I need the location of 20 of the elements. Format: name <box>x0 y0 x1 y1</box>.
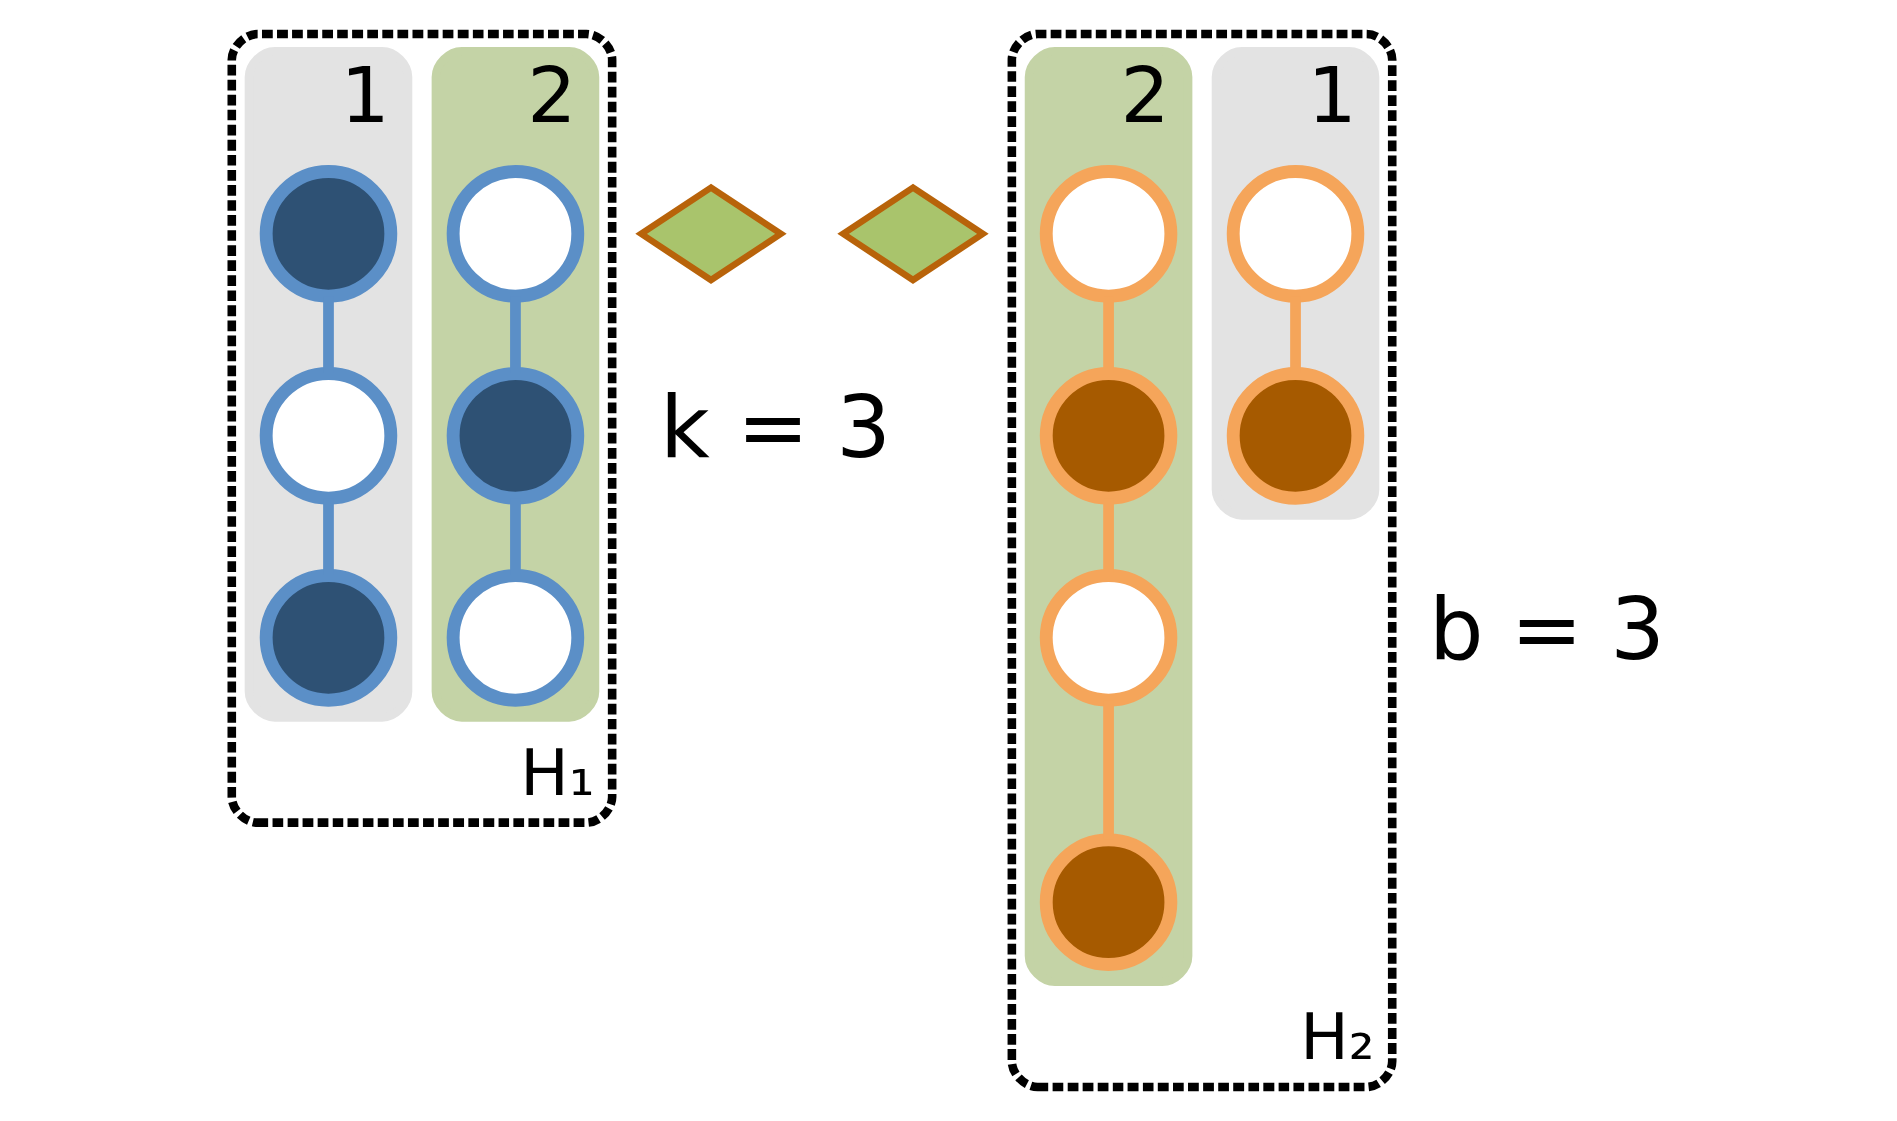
node-circle <box>259 367 397 505</box>
label: b = 3 <box>1428 579 1665 680</box>
node-circle <box>1226 165 1364 303</box>
node-circle <box>259 165 397 303</box>
node-circle <box>1039 367 1177 505</box>
label: k = 3 <box>659 377 891 478</box>
node-circle <box>259 569 397 707</box>
node-circle <box>1039 165 1177 303</box>
node-diamond <box>836 183 989 284</box>
cluster: 2 <box>1024 46 1192 986</box>
node-circle <box>446 569 584 707</box>
cluster: 2 <box>431 46 599 722</box>
node-circle <box>1039 569 1177 707</box>
node-circle <box>446 165 584 303</box>
cluster: 1 <box>244 46 412 722</box>
node-circle <box>446 367 584 505</box>
node-circle <box>1039 833 1177 971</box>
cluster: 1 <box>1211 46 1379 520</box>
node-diamond <box>634 183 787 284</box>
node-circle <box>1226 367 1364 505</box>
